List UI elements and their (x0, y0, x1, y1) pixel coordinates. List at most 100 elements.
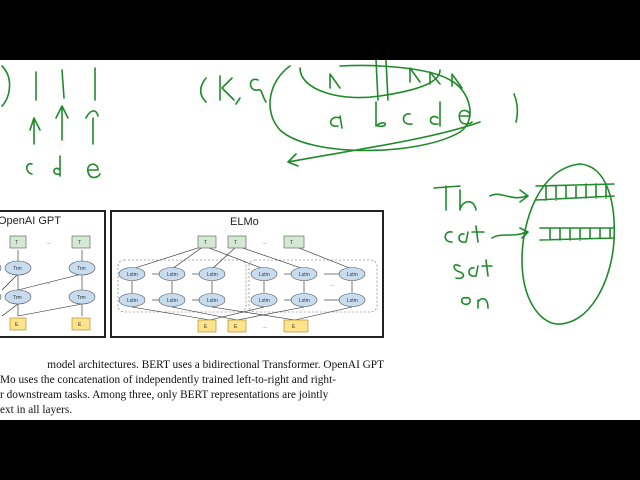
elmo-node-r1-c (338, 267, 366, 281)
elmo-bottom-ellipsis: … (262, 324, 267, 330)
ink-letter-d (53, 155, 61, 177)
gpt-ellipsis: … (46, 280, 51, 286)
ink-word-on (460, 296, 489, 309)
gpt-node-label-d: Trm (77, 295, 86, 301)
elmo-top-label-n: T (290, 240, 293, 246)
ink-arrow-the (489, 189, 529, 203)
gpt-bottom-label-2: E (15, 322, 19, 328)
gpt-bottom-label-n: E (78, 322, 82, 328)
elmo-node-label: Lstm (299, 272, 310, 278)
caption-line-1: model architectures. BERT uses a bidirec… (47, 359, 384, 371)
slide-page: OpenAI GPT T … T (0, 60, 640, 420)
elmo-node-label: Lstm (207, 298, 218, 304)
elmo-node-label: Lstm (207, 272, 218, 278)
gpt-node-b (68, 260, 96, 276)
elmo-node-l1-a (118, 267, 146, 281)
ink-inner-loop (299, 67, 441, 99)
elmo-node-label: Lstm (299, 298, 310, 304)
gpt-node-d (68, 289, 96, 305)
elmo-graph: T T … T Lstm Lstm Lstm (117, 235, 378, 333)
ink-letter-e2 (458, 109, 473, 125)
elmo-node-l2-b (158, 293, 186, 307)
ink-arrow-2 (55, 105, 69, 141)
ink-under-arrow (287, 121, 481, 167)
ink-bracket (199, 77, 207, 103)
ink-comma (235, 97, 241, 105)
elmo-bottom-box-2 (227, 319, 247, 333)
elmo-top-box-1 (197, 235, 217, 249)
ink-arrow-1 (29, 117, 41, 145)
elmo-right-group (248, 259, 378, 313)
ink-sub-stroke-3 (409, 67, 463, 89)
elmo-node-label: Lstm (167, 298, 178, 304)
gpt-node-label-a: Trm (13, 266, 22, 272)
elmo-top-label-2: T (234, 240, 237, 246)
ink-large-loop (269, 64, 471, 152)
ink-letter-a (329, 115, 343, 129)
elmo-node-label: Lstm (259, 272, 270, 278)
ink-word-sat (453, 259, 493, 280)
elmo-node-label: Lstm (347, 298, 358, 304)
elmo-node-l1-b (158, 267, 186, 281)
elmo-node-l2-c (198, 293, 226, 307)
gpt-top-ellipsis: … (46, 240, 51, 246)
ink-curve-left (1, 65, 11, 107)
elmo-bottom-label-n: E (292, 324, 296, 330)
ink-letter-b (375, 101, 387, 128)
ink-q-letter (249, 78, 267, 103)
elmo-node-label: Lstm (259, 298, 270, 304)
gpt-node-label-c: Trm (13, 295, 22, 301)
gpt-node-c (4, 289, 32, 305)
elmo-top-ellipsis: … (262, 240, 267, 246)
elmo-diagram: ELMo T (110, 210, 384, 338)
elmo-node-label: Lstm (167, 272, 178, 278)
elmo-node-r2-c (338, 293, 366, 307)
figure-caption: model architectures. BERT uses a bidirec… (0, 358, 384, 418)
gpt-graph: T … T Trm Trm Trm Trm … E E (0, 235, 96, 331)
gpt-node-e (0, 264, 2, 272)
elmo-node-label: Lstm (347, 272, 358, 278)
gpt-top-box-2 (9, 235, 27, 249)
elmo-node-l2-a (118, 293, 146, 307)
gpt-node-label-b: Trm (77, 266, 86, 272)
elmo-title: ELMo (230, 216, 259, 228)
ink-bar-mid (539, 227, 615, 241)
elmo-node-r1-a (250, 267, 278, 281)
ink-letter-d2 (429, 101, 441, 127)
elmo-node-r2-b (290, 293, 318, 307)
ink-bar-top (535, 183, 615, 201)
elmo-bottom-label-2: E (234, 324, 238, 330)
gpt-top-label-n: T (78, 240, 81, 246)
ink-stroke-2 (61, 69, 65, 99)
ink-letter-c2 (402, 113, 413, 125)
openai-gpt-diagram: OpenAI GPT T … T (0, 210, 106, 338)
elmo-row-ellipsis: … (330, 282, 335, 288)
caption-line-4: ext in all layers. (0, 404, 73, 416)
ink-arrow-3 (85, 110, 99, 145)
ink-letter-e (87, 163, 101, 179)
elmo-node-l1-c (198, 267, 226, 281)
elmo-bottom-box-n (283, 319, 309, 333)
ink-oval (521, 163, 616, 325)
ink-k-letter (219, 75, 235, 101)
ink-letter-c (25, 162, 33, 175)
elmo-node-r2-a (250, 293, 278, 307)
elmo-bottom-box-1 (197, 319, 217, 333)
caption-line-2: Mo uses the concatenation of independent… (0, 374, 336, 386)
elmo-top-label-1: T (204, 240, 207, 246)
elmo-node-label: Lstm (127, 272, 138, 278)
elmo-bottom-label-1: E (204, 324, 208, 330)
elmo-top-box-n (283, 235, 305, 249)
gpt-title: OpenAI GPT (0, 215, 61, 227)
ink-word-the (433, 185, 477, 211)
ink-arrow-cat (491, 227, 529, 239)
gpt-top-box-n (71, 235, 91, 249)
gpt-bottom-box-2 (9, 317, 27, 331)
gpt-top-label-2: T (15, 240, 18, 246)
elmo-left-group (117, 259, 247, 313)
caption-line-3: r downstream tasks. Among three, only BE… (0, 389, 329, 401)
gpt-node-f (0, 293, 2, 301)
elmo-node-r1-b (290, 267, 318, 281)
ink-right-stroke (513, 93, 519, 123)
ink-word-cat (444, 225, 485, 243)
